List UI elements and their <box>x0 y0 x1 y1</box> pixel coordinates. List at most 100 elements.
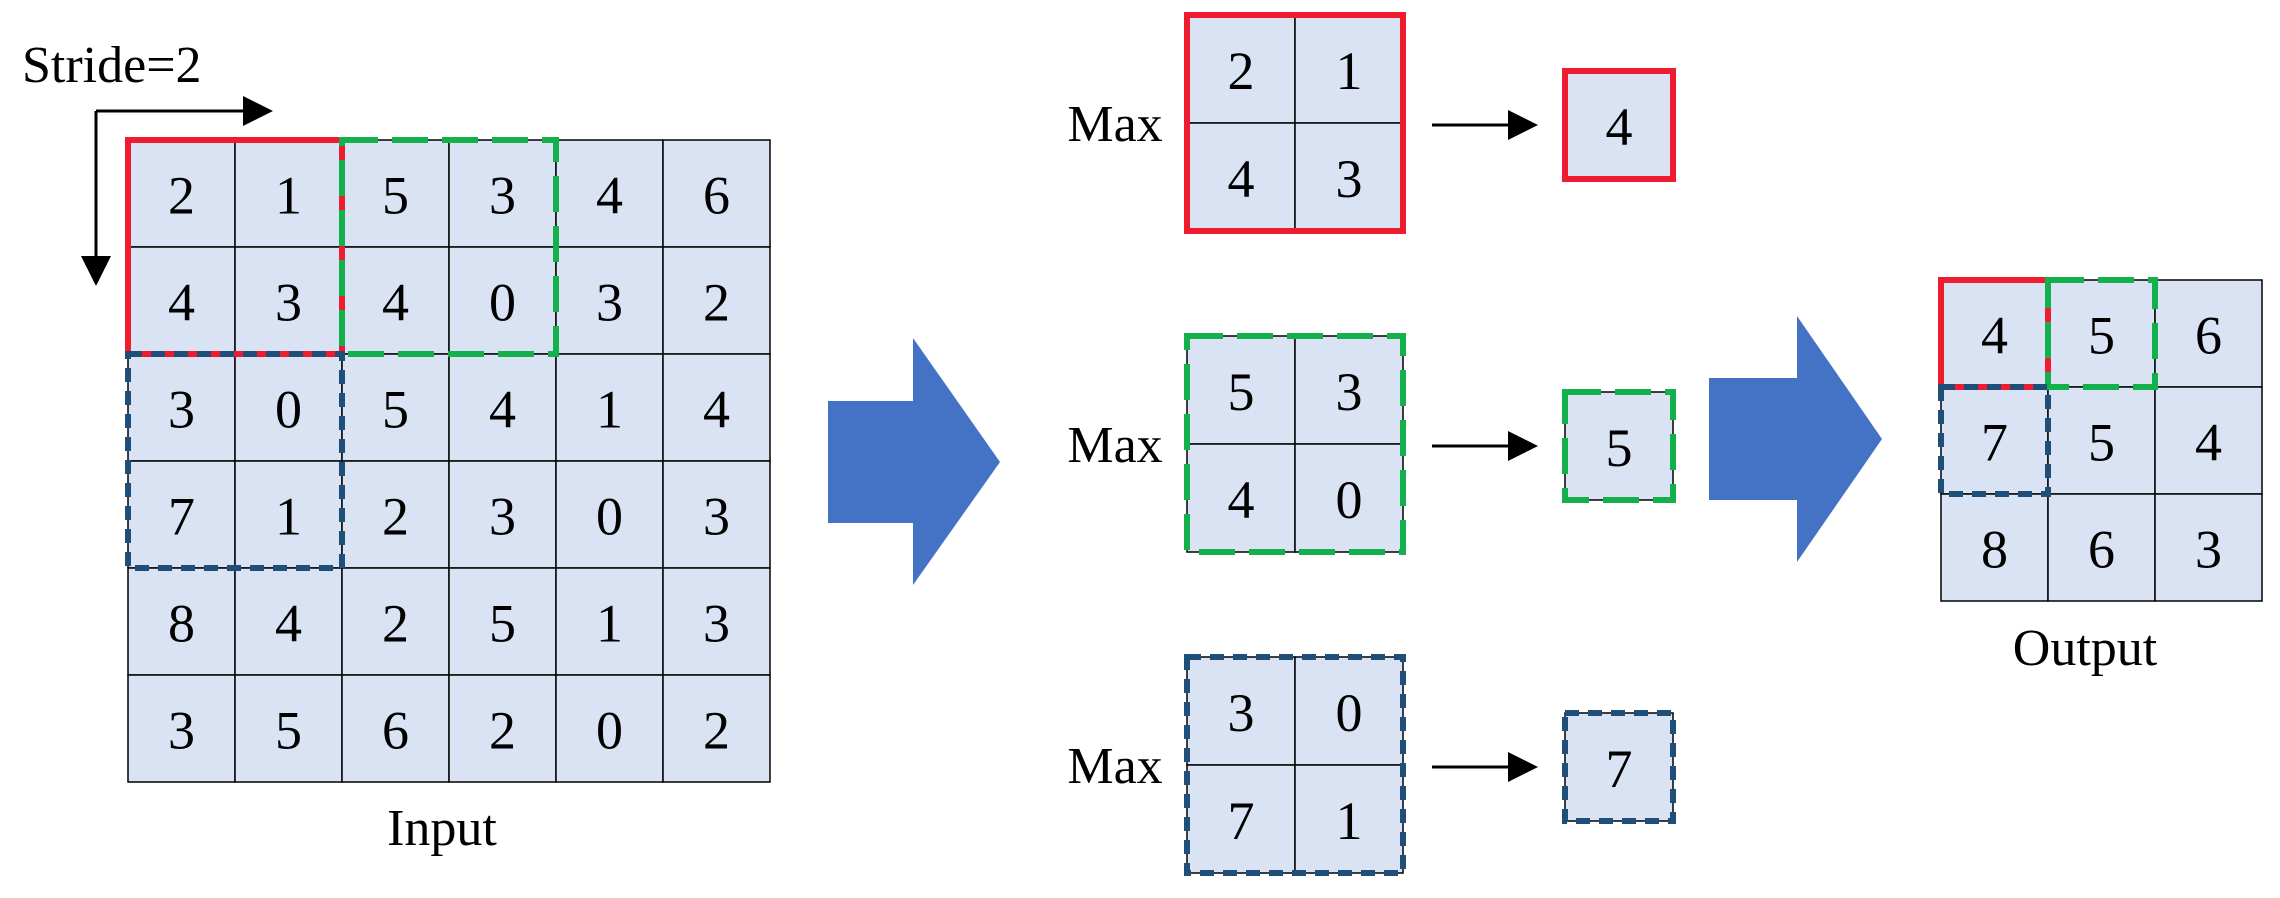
input-value: 3 <box>703 487 730 547</box>
output-cell: 4 <box>1940 279 2049 388</box>
input-value: 1 <box>275 487 302 547</box>
input-cell: 3 <box>127 353 236 462</box>
output-cell: 5 <box>2047 386 2156 495</box>
input-value: 5 <box>275 701 302 761</box>
input-cell: 3 <box>234 246 343 355</box>
input-value: 2 <box>168 166 195 226</box>
output-window-3 <box>1938 384 2051 497</box>
input-value: 3 <box>489 166 516 226</box>
input-window-highlights <box>125 137 559 571</box>
input-value: 3 <box>596 273 623 333</box>
input-value: 0 <box>275 380 302 440</box>
output-cell: 6 <box>2154 279 2263 388</box>
output-window-highlights <box>1938 277 2158 497</box>
input-value: 1 <box>596 594 623 654</box>
output-value: 3 <box>2195 520 2222 580</box>
input-cell: 6 <box>341 674 450 783</box>
input-value: 4 <box>382 273 409 333</box>
big-arrow-1 <box>828 338 1000 585</box>
input-value: 8 <box>168 594 195 654</box>
pool-window-value: 0 <box>1336 683 1363 743</box>
pool-window-cell: 0 <box>1294 443 1404 553</box>
input-cell: 3 <box>448 460 557 569</box>
input-value: 4 <box>168 273 195 333</box>
input-value: 4 <box>703 380 730 440</box>
output-cell: 6 <box>2047 493 2156 602</box>
input-cell: 4 <box>555 139 664 248</box>
output-label: Output <box>2013 620 2158 677</box>
output-cell: 3 <box>2154 493 2263 602</box>
input-cell: 2 <box>662 246 771 355</box>
pool-result-outline <box>1562 389 1676 503</box>
input-value: 4 <box>275 594 302 654</box>
input-value: 1 <box>596 380 623 440</box>
output-cell: 4 <box>2154 386 2263 495</box>
pool-window-value: 3 <box>1336 362 1363 422</box>
pool-window-cell: 2 <box>1186 14 1296 124</box>
pool-window-outline <box>1184 333 1406 555</box>
input-cell: 3 <box>127 674 236 783</box>
input-cell: 2 <box>662 674 771 783</box>
pool-window-cell: 7 <box>1186 764 1296 874</box>
input-window-2 <box>339 137 559 357</box>
pool-result: 5 <box>1564 391 1674 501</box>
pool-window-value: 1 <box>1336 791 1363 851</box>
input-value: 0 <box>489 273 516 333</box>
pool-result: 4 <box>1564 70 1674 180</box>
output-value: 4 <box>1981 306 2008 366</box>
input-value: 2 <box>703 701 730 761</box>
pool-window-cell: 0 <box>1294 656 1404 766</box>
input-cell: 2 <box>341 460 450 569</box>
input-cell: 1 <box>234 139 343 248</box>
pool-window-value: 4 <box>1228 149 1255 209</box>
input-cell: 4 <box>448 353 557 462</box>
input-value: 4 <box>596 166 623 226</box>
input-cell: 3 <box>448 139 557 248</box>
pool-window-value: 2 <box>1228 41 1255 101</box>
input-value: 5 <box>489 594 516 654</box>
output-value: 6 <box>2088 520 2115 580</box>
input-value: 3 <box>168 701 195 761</box>
pool-window-cell: 3 <box>1294 335 1404 445</box>
output-cell: 7 <box>1940 386 2049 495</box>
input-value: 0 <box>596 487 623 547</box>
pool-window-cell: 1 <box>1294 14 1404 124</box>
pool-result-value: 5 <box>1606 418 1633 478</box>
input-cell: 4 <box>127 246 236 355</box>
input-cell: 2 <box>341 567 450 676</box>
input-cell: 1 <box>234 460 343 569</box>
output-cell: 5 <box>2047 279 2156 388</box>
big-arrow-2 <box>1709 316 1882 562</box>
pool-window-outline <box>1184 654 1406 876</box>
input-cell: 5 <box>448 567 557 676</box>
input-value: 3 <box>168 380 195 440</box>
input-value: 1 <box>275 166 302 226</box>
pool-window-cell: 5 <box>1186 335 1296 445</box>
pool-window-value: 3 <box>1336 149 1363 209</box>
pool-window-value: 3 <box>1228 683 1255 743</box>
input-cell: 1 <box>555 567 664 676</box>
input-cell: 0 <box>555 460 664 569</box>
pool-result-value: 4 <box>1606 97 1633 157</box>
output-value: 6 <box>2195 306 2222 366</box>
max-label: Max <box>1067 738 1162 795</box>
input-cell: 0 <box>555 674 664 783</box>
input-value: 7 <box>168 487 195 547</box>
max-label: Max <box>1067 96 1162 153</box>
input-cell: 2 <box>127 139 236 248</box>
input-cell: 0 <box>234 353 343 462</box>
input-value: 0 <box>596 701 623 761</box>
max-label: Max <box>1067 417 1162 474</box>
input-window-1 <box>125 137 345 357</box>
input-value: 3 <box>489 487 516 547</box>
input-cell: 3 <box>555 246 664 355</box>
output-window-2 <box>2045 277 2158 390</box>
input-value: 5 <box>382 380 409 440</box>
output-value: 5 <box>2088 413 2115 473</box>
input-cell: 5 <box>341 139 450 248</box>
output-value: 7 <box>1981 413 2008 473</box>
